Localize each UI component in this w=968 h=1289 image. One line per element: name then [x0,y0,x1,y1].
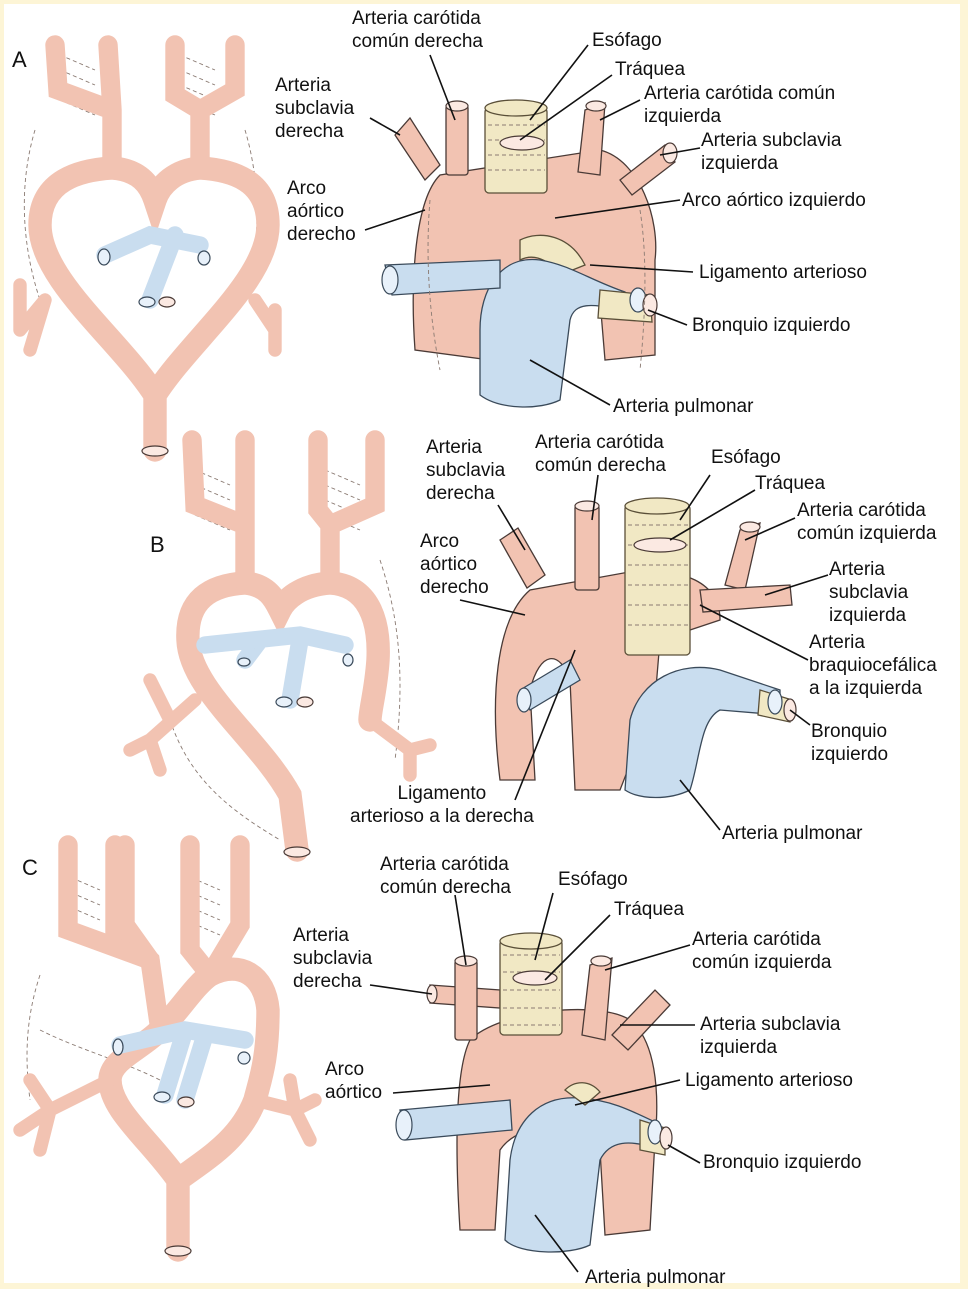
label-c-aortic-arch: Arco aórtico [325,1058,382,1104]
label-a-right-common-carotid: Arteria carótida común derecha [352,7,483,53]
label-a-ligamentum-arteriosum: Ligamento arterioso [699,261,867,284]
label-b-trachea: Tráquea [755,472,825,495]
label-a-left-aortic-arch: Arco aórtico izquierdo [682,189,866,212]
label-a-left-subclavian: Arteria subclavia izquierda [701,129,841,175]
label-c-left-bronchus: Bronquio izquierdo [703,1151,861,1174]
label-a-pulmonary-artery: Arteria pulmonar [613,395,753,418]
label-a-left-bronchus: Bronquio izquierdo [692,314,850,337]
panel-a-anatomy [382,100,677,407]
panel-letter-c: C [22,856,38,880]
label-c-right-common-carotid: Arteria carótida común derecha [380,853,511,899]
panel-a-schematic [20,45,275,456]
label-c-left-common-carotid: Arteria carótida común izquierda [692,928,831,974]
label-c-esophagus: Esófago [558,868,628,891]
label-b-left-subclavian: Arteria subclavia izquierda [829,558,908,627]
label-b-left-brachiocephalic: Arteria braquiocefálica a la izquierda [809,631,937,700]
panel-c-schematic [20,845,315,1256]
label-c-ligamentum-arteriosum: Ligamento arterioso [685,1069,853,1092]
label-a-right-subclavian: Arteria subclavia derecha [275,74,354,143]
panel-b-anatomy [495,498,796,798]
panel-letter-b: B [150,533,165,557]
label-a-trachea: Tráquea [615,58,685,81]
label-b-right-ligamentum: Ligamento arterioso a la derecha [350,782,534,828]
label-a-esophagus: Esófago [592,29,662,52]
panel-letter-a: A [12,48,27,72]
label-b-left-common-carotid: Arteria carótida común izquierda [797,499,936,545]
label-c-trachea: Tráquea [614,898,684,921]
label-b-pulmonary-artery: Arteria pulmonar [722,822,862,845]
label-a-right-aortic-arch: Arco aórtico derecho [287,177,356,246]
label-c-pulmonary-artery: Arteria pulmonar [585,1266,725,1289]
label-b-esophagus: Esófago [711,446,781,469]
label-b-left-bronchus: Bronquio izquierdo [811,720,888,766]
label-b-right-common-carotid: Arteria carótida común derecha [535,431,666,477]
label-a-left-common-carotid: Arteria carótida común izquierda [644,82,835,128]
label-b-right-aortic-arch: Arco aórtico derecho [420,530,489,599]
label-c-right-subclavian: Arteria subclavia derecha [293,924,372,993]
label-c-left-subclavian: Arteria subclavia izquierda [700,1013,840,1059]
label-b-right-subclavian: Arteria subclavia derecha [426,436,505,505]
